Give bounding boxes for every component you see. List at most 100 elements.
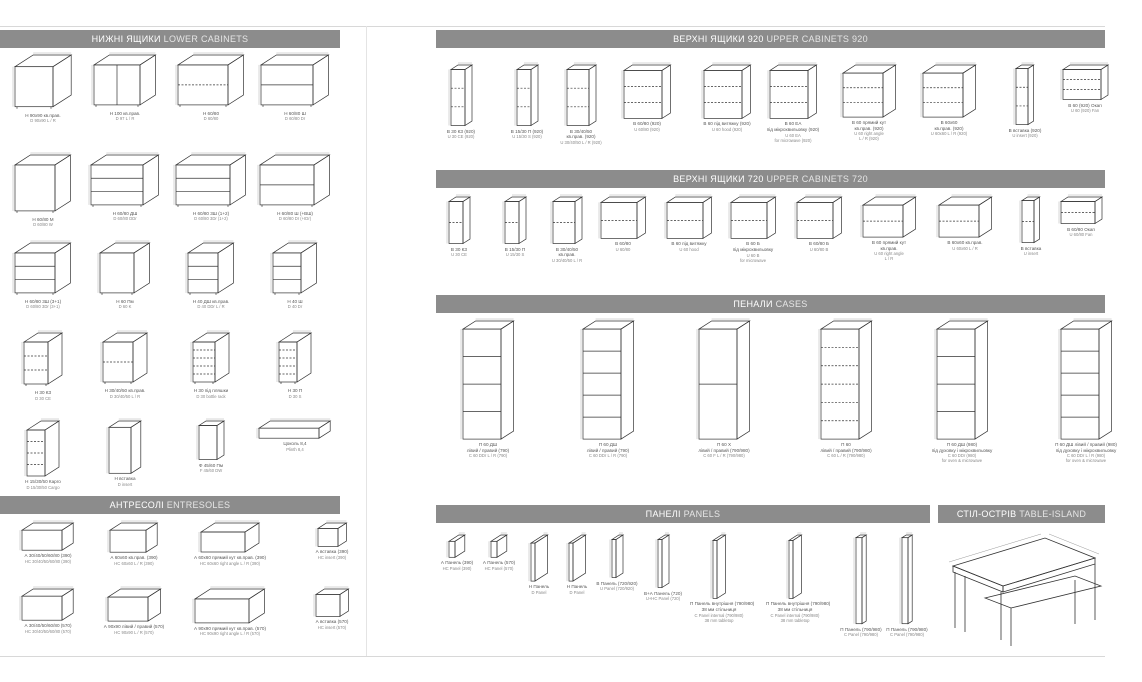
cabinet-drawing	[13, 152, 72, 213]
cabinet-drawing	[899, 532, 914, 625]
item-caption-line: В вставка (920)	[1008, 127, 1042, 133]
item-caption-line: HC 90х90 right angle L / R (570)	[199, 631, 261, 637]
cabinet-drawing	[176, 52, 245, 107]
item-caption-line: HC 60х60 L / R (390)	[114, 560, 154, 566]
item-caption-line: А Панель (570)	[482, 560, 516, 566]
item-caption-line: Н 40 ДШ кв.прав.	[192, 298, 230, 304]
item-caption-line: П 60 ДШ (980)	[946, 442, 978, 448]
item-caption-line: C 60 DDr L / R (790)	[588, 453, 628, 459]
cabinet-drawing	[446, 194, 471, 245]
cabinet-drawing	[20, 520, 75, 551]
item-caption-line: Н 30 П	[287, 388, 303, 393]
item-caption-line: D 60/80 Dr	[284, 116, 306, 122]
cabinet-drawing	[276, 330, 313, 384]
cabinet-drawing	[24, 418, 61, 477]
cabinet-drawing	[448, 62, 473, 127]
cabinet-item: А вставка (570)HC insert (570)	[284, 586, 380, 630]
item-caption-line: C 60 L / R (790/980)	[827, 453, 865, 459]
item-caption-line: D insert	[117, 481, 133, 487]
cabinet-item: П Панель (790/980)C Panel (790/980)	[832, 532, 890, 637]
cabinet-drawing	[186, 240, 235, 295]
table-island-drawing	[948, 533, 1103, 646]
cabinet-drawing	[664, 194, 713, 240]
cabinet-drawing	[313, 586, 350, 618]
item-caption-line: кв.прав.	[558, 252, 576, 258]
cabinet-drawing	[580, 318, 635, 440]
item-caption-line: Н 15/30/50 Карго	[25, 479, 61, 484]
cabinet-item: В 60/80 (920)U 60/80 (920)	[614, 62, 680, 132]
cabinet-drawing	[271, 240, 318, 295]
item-caption-line: Н вставка	[114, 476, 136, 482]
item-caption-line: Н 30 КЗ	[34, 390, 52, 395]
cabinet-drawing	[196, 418, 225, 461]
cabinet-drawing	[920, 62, 977, 118]
cabinet-item: Н 100 кв.прав.D 97 L / R	[82, 52, 168, 121]
item-caption-line: 38 mm tabletop	[704, 617, 734, 623]
section-title-ua: ВЕРХНІ ЯЩИКИ 720	[673, 174, 764, 184]
item-caption-line: Н 30 під пляшки	[193, 388, 229, 393]
cabinet-drawing	[174, 152, 247, 207]
section-header-table-island: СТІЛ-ОСТРІВ TABLE-ISLAND	[938, 505, 1105, 523]
item-caption-line: Н Панель	[528, 584, 550, 590]
cabinet-drawing	[198, 520, 261, 553]
item-caption-line: кв.прав. (920)	[566, 134, 596, 140]
cabinet-drawing	[598, 194, 647, 240]
cabinet-drawing	[767, 62, 818, 120]
section-title-en: CASES	[775, 299, 808, 309]
cabinet-drawing	[89, 152, 160, 207]
cabinet-drawing	[100, 330, 149, 384]
cabinet-item: В вставка (920)U insert (920)	[992, 62, 1058, 138]
cabinet-drawing	[446, 532, 467, 558]
cabinet-item: Н 60/80 3Ш (3+1)D 60/80 3Dr (3+1)	[0, 240, 86, 309]
item-caption-line: В+А Панель (720)	[644, 590, 682, 596]
item-caption-line: П 60	[841, 442, 851, 448]
section-title-en: UPPER CABINETS 720	[766, 174, 868, 184]
cabinet-item: В Панель (720/920)U Panel (720/920)	[588, 532, 646, 591]
cabinet-drawing	[528, 532, 549, 582]
item-caption-line: В 60 Б	[746, 241, 760, 247]
item-caption-line: D 30 S	[288, 393, 302, 399]
column-divider	[366, 26, 367, 656]
cabinet-item: В 15/30 П (920)U 15/30 S (920)	[494, 62, 560, 139]
item-caption-line: П Панель внутрішня (790/980)	[766, 601, 831, 607]
item-caption-line: U 60/80 Fan	[1069, 232, 1093, 238]
item-caption-line: В 60 прямий кут	[871, 240, 907, 246]
item-caption-line: А 60х60 прямий кут кв.прав. (390)	[194, 555, 266, 560]
cabinet-drawing	[696, 318, 751, 440]
item-caption-line: Цоколь 8,4	[283, 441, 307, 447]
item-caption-line: U 60 hood (920)	[711, 126, 743, 132]
cabinet-drawing	[258, 152, 331, 207]
item-caption-line: C Panel (790/980)	[844, 632, 878, 638]
item-caption-line: В 15/30 П	[504, 246, 526, 252]
item-caption-line: лівий / правий (790/980)	[698, 447, 750, 453]
cabinet-drawing	[514, 62, 539, 127]
cabinet-drawing	[108, 520, 159, 553]
item-caption-line: В 60 прямий кут	[851, 120, 887, 126]
item-caption-line: лівий / правий (790)	[466, 447, 510, 453]
cabinet-item: А Панель (390)HC Panel (390)	[428, 532, 486, 571]
cabinet-drawing	[710, 532, 727, 600]
cabinet-drawing	[609, 532, 624, 579]
cabinet-drawing	[566, 532, 587, 582]
item-caption-line: HC 30/40/50/60/80 (390)	[24, 558, 72, 564]
item-caption-line: for oven & microwave	[941, 458, 983, 464]
item-caption-line: під мікрохвильовку (920)	[766, 126, 820, 132]
item-caption-line: HC Panel (390)	[442, 565, 472, 571]
item-caption-line: U 60х60 L / R	[952, 245, 978, 251]
item-caption-line: D 60/80 3Dr (3+1)	[26, 304, 60, 310]
cabinet-item: В+А Панель (720)U+HC Panel (720)	[634, 532, 692, 601]
cabinet-item: П 60 ДШ лівий / правий (980)під духовку …	[1030, 318, 1142, 463]
item-caption-line: 38 мм стільниця	[701, 606, 737, 612]
cabinet-item: А 90х90 лівий / правий (570)HC 90х90 L /…	[86, 586, 182, 635]
item-caption-line: U 60 (920) Fan	[1070, 108, 1100, 114]
item-caption-line: D Panel	[531, 589, 547, 595]
cabinet-drawing	[315, 520, 348, 548]
item-caption-line: U 30/40/50 L / R (920)	[560, 139, 602, 145]
item-caption-line: U 15/30 S	[505, 252, 525, 258]
item-caption-line: for oven & microwave	[1065, 458, 1107, 464]
item-caption-line: Н Панель	[566, 584, 588, 590]
item-caption-line: П 60 ДШ	[598, 442, 618, 448]
item-caption-line: В 60х60	[940, 120, 958, 126]
